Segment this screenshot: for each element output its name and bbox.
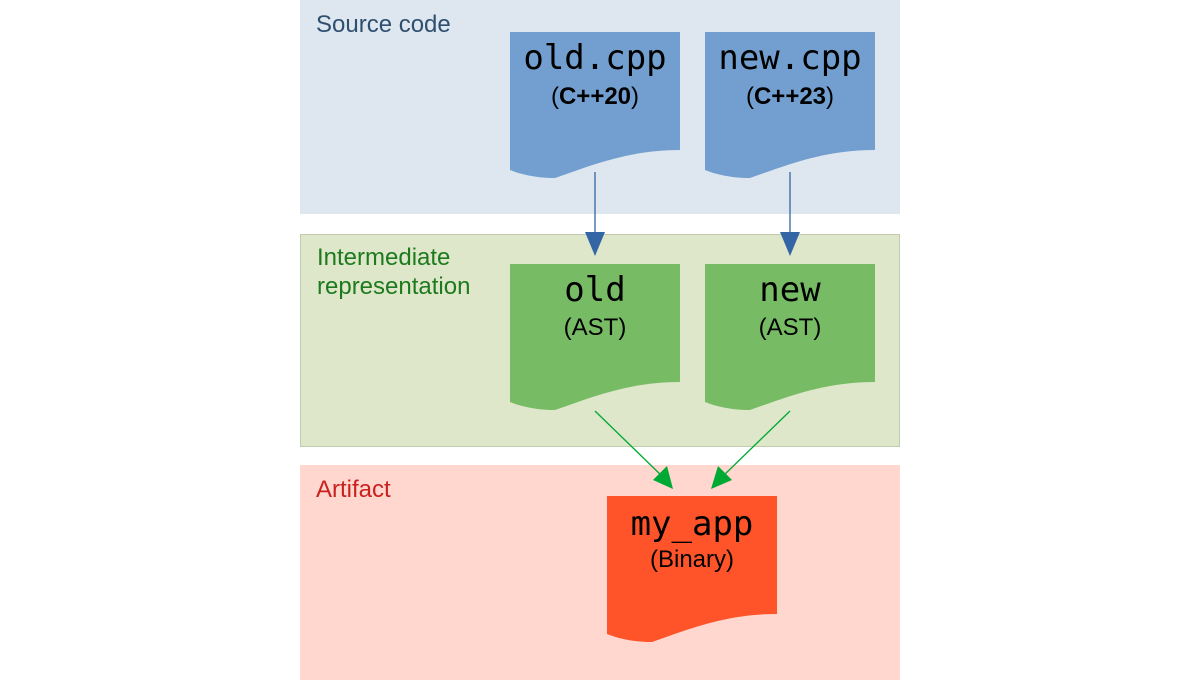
document-shape-icon bbox=[607, 496, 777, 642]
arrowhead-icon bbox=[585, 232, 605, 256]
edge-old-to-my-app bbox=[594, 410, 673, 489]
document-new-ast: new (AST) bbox=[705, 264, 875, 412]
source-code-layer-label: Source code bbox=[316, 11, 451, 38]
document-shape-icon bbox=[705, 264, 875, 410]
document-shape-icon bbox=[510, 264, 680, 410]
document-title: my_app bbox=[630, 504, 754, 544]
arrowhead-icon bbox=[653, 466, 673, 489]
edge-old-cpp-to-old bbox=[585, 172, 605, 256]
document-shape-icon bbox=[510, 32, 680, 178]
document-title: new bbox=[759, 270, 821, 310]
edge-new-cpp-to-new bbox=[780, 172, 800, 256]
document-old-ast: old (AST) bbox=[510, 264, 680, 412]
document-new-cpp: new.cpp (C++23) bbox=[705, 32, 875, 180]
document-my-app: my_app (Binary) bbox=[607, 496, 777, 644]
arrowhead-icon bbox=[780, 232, 800, 256]
document-title: old bbox=[564, 270, 626, 310]
document-subtitle: (Binary) bbox=[649, 546, 734, 573]
document-title: new.cpp bbox=[718, 38, 862, 78]
intermediate-representation-layer-label: Intermediate representation bbox=[317, 244, 471, 300]
document-shape-icon bbox=[705, 32, 875, 178]
edge-new-to-my-app bbox=[711, 410, 791, 489]
document-subtitle: (C++20) bbox=[550, 83, 640, 110]
document-subtitle: (AST) bbox=[563, 314, 627, 341]
arrowhead-icon bbox=[711, 466, 732, 489]
document-title: old.cpp bbox=[523, 38, 667, 78]
document-subtitle: (AST) bbox=[758, 314, 822, 341]
artifact-layer-label: Artifact bbox=[316, 476, 391, 503]
document-old-cpp: old.cpp (C++20) bbox=[510, 32, 680, 180]
artifact-layer: Artifact bbox=[300, 465, 900, 680]
document-subtitle: (C++23) bbox=[745, 83, 835, 110]
